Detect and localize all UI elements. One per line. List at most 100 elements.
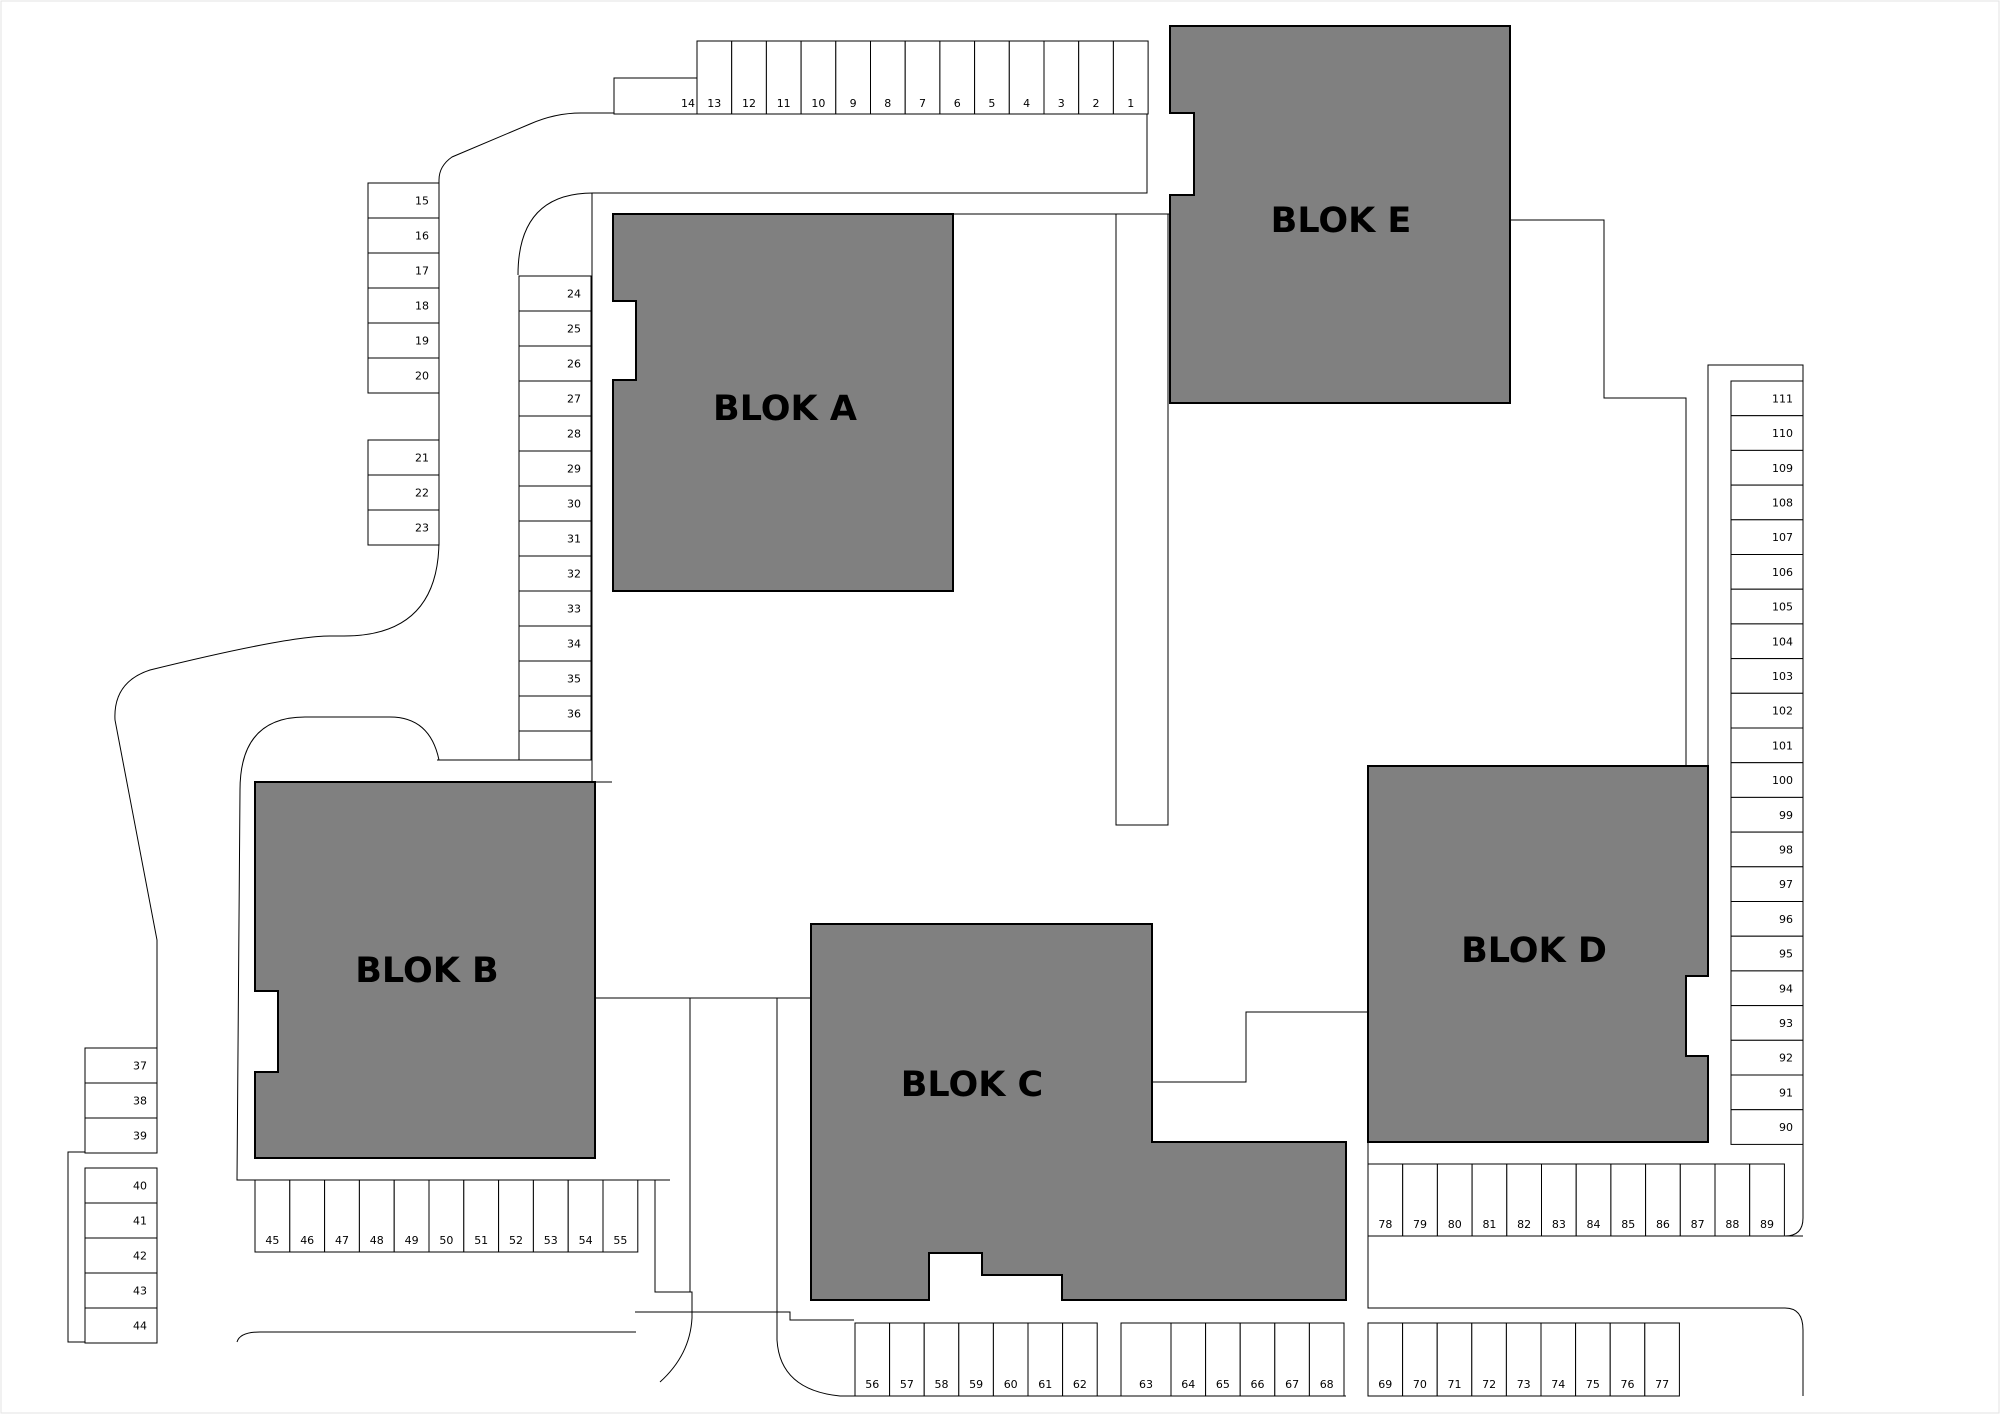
parking-bay[interactable]: 20 — [367, 357, 440, 394]
parking-bay[interactable]: 95 — [1730, 935, 1804, 972]
parking-bay[interactable]: 92 — [1730, 1039, 1804, 1076]
parking-bay[interactable]: 69 — [1367, 1322, 1404, 1397]
parking-bay[interactable]: 65 — [1205, 1322, 1241, 1397]
parking-bay[interactable]: 30 — [518, 485, 592, 522]
parking-bay[interactable]: 111 — [1730, 380, 1804, 417]
block-c[interactable] — [810, 923, 1347, 1301]
parking-bay[interactable]: 7 — [904, 40, 941, 115]
parking-bay[interactable]: 3 — [1043, 40, 1080, 115]
parking-bay[interactable]: 50 — [428, 1179, 465, 1253]
parking-bay[interactable]: 9 — [835, 40, 871, 115]
parking-bay[interactable]: 70 — [1402, 1322, 1438, 1397]
parking-bay[interactable]: 96 — [1730, 901, 1804, 937]
parking-bay[interactable]: 73 — [1505, 1322, 1542, 1397]
parking-bay[interactable]: 87 — [1679, 1163, 1716, 1237]
block-e[interactable] — [1169, 25, 1511, 404]
parking-bay[interactable]: 13 — [696, 40, 733, 115]
parking-bay[interactable]: 53 — [532, 1179, 569, 1253]
parking-bay[interactable]: 42 — [84, 1237, 158, 1274]
parking-bay[interactable]: 22 — [367, 474, 440, 511]
parking-bay[interactable]: 82 — [1506, 1163, 1543, 1237]
parking-bay[interactable]: 48 — [358, 1179, 395, 1253]
parking-bay[interactable]: 17 — [367, 252, 440, 289]
parking-bay[interactable]: 60 — [992, 1322, 1029, 1397]
parking-bay[interactable]: 47 — [324, 1179, 360, 1253]
parking-bay[interactable]: 11 — [765, 40, 802, 115]
parking-bay[interactable]: 25 — [518, 310, 592, 347]
parking-bay[interactable]: 78 — [1367, 1163, 1404, 1237]
parking-bay[interactable]: 74 — [1540, 1322, 1577, 1397]
parking-bay[interactable]: 61 — [1027, 1322, 1064, 1397]
parking-bay[interactable]: 85 — [1610, 1163, 1647, 1237]
parking-bay[interactable]: 29 — [518, 450, 592, 487]
parking-bay[interactable]: 33 — [518, 590, 592, 627]
parking-bay[interactable]: 8 — [870, 40, 906, 115]
parking-bay[interactable]: 91 — [1730, 1074, 1804, 1111]
parking-bay[interactable]: 83 — [1541, 1163, 1577, 1237]
block-b[interactable] — [254, 781, 596, 1159]
parking-bay[interactable]: 4 — [1008, 40, 1045, 115]
parking-bay[interactable]: 10 — [800, 40, 837, 115]
parking-bay[interactable]: 57 — [889, 1322, 925, 1397]
parking-bay[interactable]: 39 — [84, 1117, 158, 1154]
parking-bay[interactable]: 5 — [974, 40, 1010, 115]
parking-bay[interactable]: 86 — [1645, 1163, 1681, 1237]
parking-bay[interactable]: 44 — [84, 1307, 158, 1344]
parking-bay[interactable]: 62 — [1062, 1322, 1098, 1397]
parking-bay[interactable]: 6 — [939, 40, 976, 115]
parking-bay[interactable]: 41 — [84, 1202, 158, 1239]
parking-bay[interactable]: 108 — [1730, 484, 1804, 521]
parking-bay[interactable]: 89 — [1749, 1163, 1785, 1237]
parking-bay[interactable]: 54 — [567, 1179, 604, 1253]
block-a[interactable] — [612, 213, 954, 592]
parking-bay[interactable]: 71 — [1436, 1322, 1473, 1397]
parking-bay[interactable]: 55 — [602, 1179, 639, 1253]
parking-bay[interactable]: 27 — [518, 380, 592, 417]
parking-bay[interactable]: 104 — [1730, 623, 1804, 660]
parking-bay[interactable]: 103 — [1730, 658, 1804, 694]
parking-bay[interactable]: 14 — [613, 77, 698, 115]
parking-bay[interactable]: 45 — [254, 1179, 291, 1253]
parking-bay[interactable]: 110 — [1730, 415, 1804, 451]
parking-bay[interactable]: 107 — [1730, 519, 1804, 555]
parking-bay[interactable]: 43 — [84, 1272, 158, 1309]
parking-bay[interactable]: 28 — [518, 415, 592, 452]
parking-bay[interactable]: 88 — [1714, 1163, 1751, 1237]
parking-bay[interactable]: 18 — [367, 287, 440, 324]
parking-bay[interactable]: 94 — [1730, 970, 1804, 1007]
parking-bay[interactable]: 34 — [518, 625, 592, 662]
parking-bay[interactable]: 56 — [854, 1322, 891, 1397]
parking-bay[interactable]: 59 — [958, 1322, 994, 1397]
parking-bay[interactable]: 46 — [289, 1179, 326, 1253]
parking-bay[interactable]: 16 — [367, 217, 440, 254]
parking-bay[interactable]: 80 — [1436, 1163, 1473, 1237]
parking-bay[interactable]: 12 — [731, 40, 767, 115]
parking-bay[interactable]: 106 — [1730, 554, 1804, 590]
parking-bay[interactable]: 32 — [518, 555, 592, 592]
parking-bay[interactable]: 99 — [1730, 796, 1804, 833]
parking-bay[interactable]: 67 — [1274, 1322, 1310, 1397]
parking-bay[interactable]: 97 — [1730, 866, 1804, 902]
parking-bay[interactable]: 68 — [1308, 1322, 1345, 1397]
parking-bay[interactable]: 72 — [1471, 1322, 1507, 1397]
block-d[interactable] — [1367, 765, 1709, 1143]
parking-bay[interactable]: 100 — [1730, 762, 1804, 798]
parking-bay[interactable]: 21 — [367, 439, 440, 476]
parking-bay[interactable]: 1 — [1112, 40, 1149, 115]
parking-bay[interactable]: 40 — [84, 1167, 158, 1204]
parking-bay[interactable]: 105 — [1730, 588, 1804, 625]
parking-bay[interactable]: 51 — [463, 1179, 500, 1253]
parking-bay[interactable]: 38 — [84, 1082, 158, 1119]
parking-bay[interactable]: 36 — [518, 695, 592, 732]
parking-bay[interactable]: 81 — [1471, 1163, 1508, 1237]
parking-bay[interactable]: 79 — [1402, 1163, 1438, 1237]
parking-bay[interactable]: 101 — [1730, 727, 1804, 764]
parking-bay[interactable]: 102 — [1730, 692, 1804, 729]
parking-bay[interactable]: 26 — [518, 345, 592, 382]
parking-bay[interactable]: 37 — [84, 1047, 158, 1084]
parking-bay[interactable]: 93 — [1730, 1005, 1804, 1041]
parking-bay[interactable]: 77 — [1644, 1322, 1680, 1397]
parking-bay[interactable]: 49 — [393, 1179, 430, 1253]
parking-bay[interactable]: 98 — [1730, 831, 1804, 868]
parking-bay[interactable]: 63 — [1120, 1322, 1172, 1397]
